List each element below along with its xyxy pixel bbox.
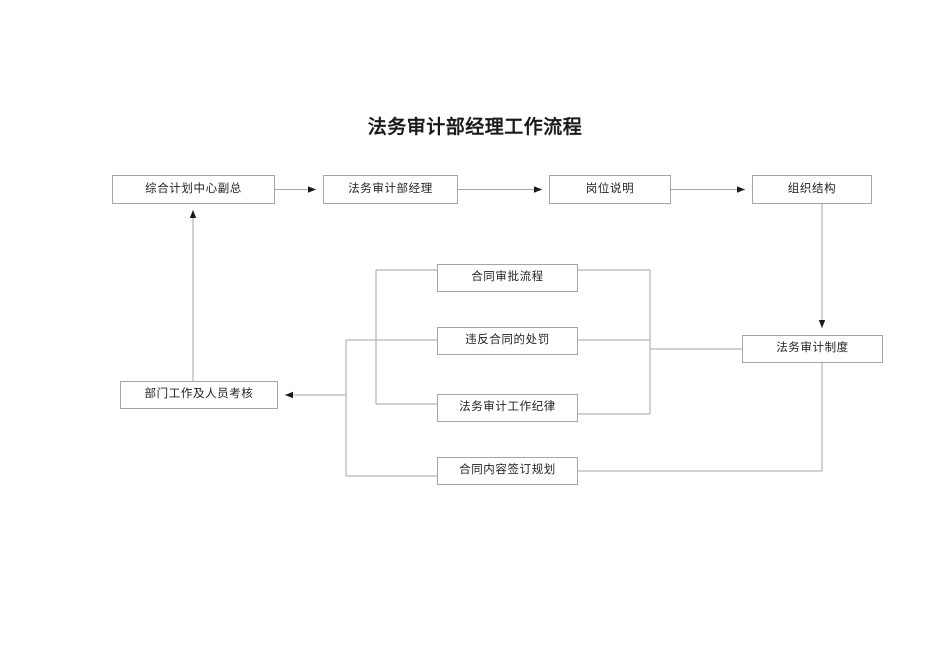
node-fawu-shenji-gongzuo-jilv[interactable]: 法务审计工作纪律 [437,394,578,422]
node-label: 综合计划中心副总 [145,182,242,195]
node-label: 组织结构 [787,182,837,195]
node-hetong-shenpi-liucheng[interactable]: 合同审批流程 [437,264,578,292]
node-label: 法务审计工作纪律 [459,401,556,414]
page-title: 法务审计部经理工作流程 [367,117,583,138]
node-zuzhi-jiegou[interactable]: 组织结构 [752,175,872,204]
node-label: 岗位说明 [585,182,635,195]
node-fawu-shenji-zhidu[interactable]: 法务审计制度 [742,335,883,363]
node-fawu-shenji-bu-jingli[interactable]: 法务审计部经理 [323,175,458,204]
node-label: 合同审批流程 [471,271,544,284]
node-zonghe-jihua-zhongxin-fuzong[interactable]: 综合计划中心副总 [112,175,275,204]
node-hetong-neirong-qianding-guihua[interactable]: 合同内容签订规划 [437,457,578,485]
node-gangwei-shuoming[interactable]: 岗位说明 [549,175,671,204]
node-bumen-gongzuo-ji-renyuan-kaohe[interactable]: 部门工作及人员考核 [120,381,278,409]
node-label: 违反合同的处罚 [465,334,550,347]
node-label: 法务审计部经理 [348,182,433,195]
node-label: 部门工作及人员考核 [144,388,254,401]
node-label: 合同内容签订规划 [459,464,556,477]
node-label: 法务审计制度 [776,342,849,355]
node-weifan-hetong-de-chufa[interactable]: 违反合同的处罚 [437,327,578,355]
